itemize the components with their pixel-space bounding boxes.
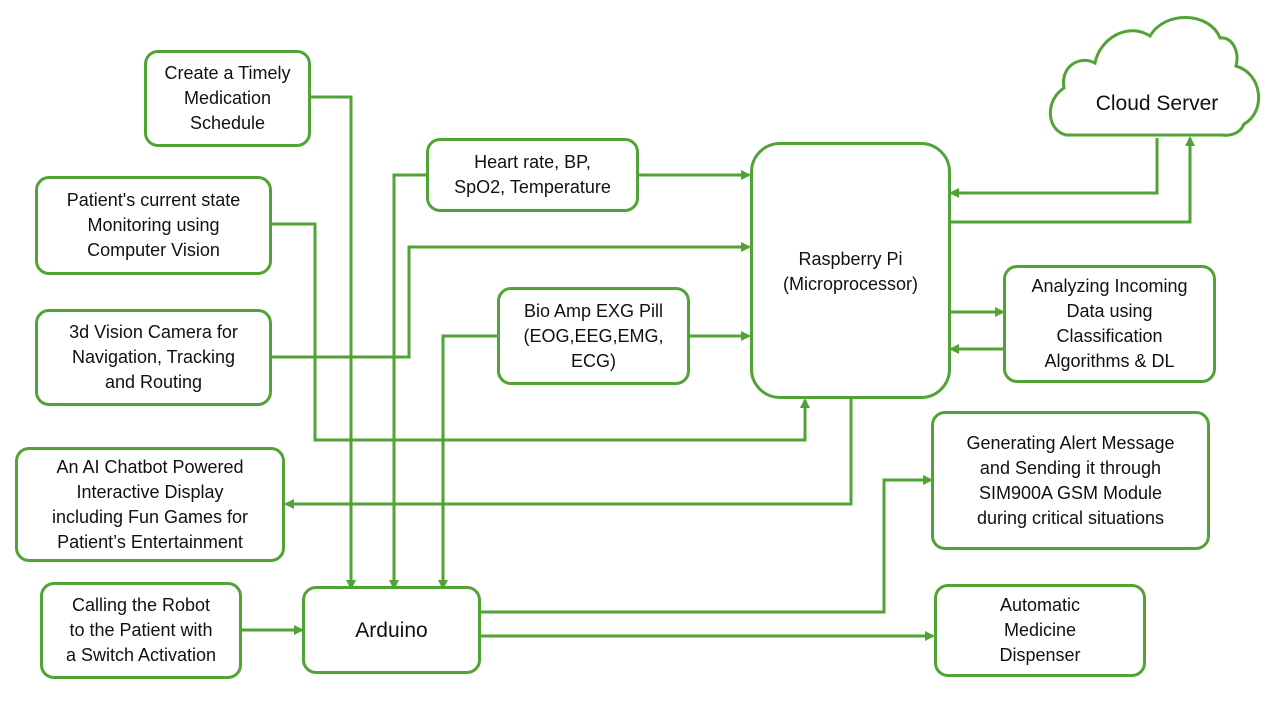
alert-line-4: during critical situations (976, 507, 1165, 528)
arduino-label: Arduino (355, 618, 428, 642)
medication-schedule-box: Create a Timely Medication Schedule (144, 50, 311, 147)
vitals-line-1: Heart rate, BP, (474, 152, 591, 172)
camera-line-3: and Routing (104, 372, 203, 392)
raspberry-line-1: Raspberry Pi (798, 249, 903, 269)
bioamp-line-2: (EOG,EEG,EMG, (523, 325, 664, 346)
analyzing-line-4: Algorithms & DL (1044, 351, 1175, 371)
alert-message-box: Generating Alert Message and Sending it … (931, 411, 1210, 550)
bioamp-line-3: ECG) (571, 350, 616, 371)
bioamp-line-1: Bio Amp EXG Pill (523, 300, 664, 321)
ai-chatbot-display-box: An AI Chatbot Powered Interactive Displa… (15, 447, 285, 562)
raspberry-line-2: (Microprocessor) (782, 274, 919, 294)
vision-monitor-line-3: Computer Vision (87, 240, 220, 260)
calling-line-3: a Switch Activation (65, 645, 217, 665)
cloud-server-shape (1048, 16, 1260, 137)
chatbot-line-3: including Fun Games for (51, 506, 249, 527)
dispenser-line-2: Medicine (1003, 620, 1077, 640)
alert-line-3: SIM900A GSM Module (978, 482, 1163, 503)
connector-vision-to-raspberry (271, 222, 810, 442)
vision-camera-box: 3d Vision Camera for Navigation, Trackin… (35, 309, 272, 406)
alert-line-2: and Sending it through (979, 457, 1162, 478)
bioamp-exg-box: Bio Amp EXG Pill (EOG,EEG,EMG, ECG) (497, 287, 690, 385)
vitals-line-2: SpO2, Temperature (454, 177, 611, 197)
connector-vitals-to-arduino (389, 173, 428, 590)
connector-bioamp-to-arduino (438, 334, 499, 590)
medication-line-3: Schedule (189, 113, 266, 133)
medicine-dispenser-box: Automatic Medicine Dispenser (934, 584, 1146, 677)
chatbot-line-4: Patient’s Entertainment (57, 531, 243, 552)
chatbot-line-1: An AI Chatbot Powered (56, 456, 244, 477)
vitals-sensor-box: Heart rate, BP, SpO2, Temperature (426, 138, 639, 212)
alert-line-1: Generating Alert Message (966, 432, 1175, 453)
dispenser-line-1: Automatic (999, 595, 1081, 615)
connector-medication-to-arduino (310, 95, 356, 590)
calling-line-2: to the Patient with (69, 620, 213, 640)
connector-cloud-to-raspberry (949, 138, 1159, 198)
camera-line-1: 3d Vision Camera for (69, 322, 238, 342)
vision-monitoring-box: Patient's current state Monitoring using… (35, 176, 272, 275)
analyzing-data-box: Analyzing Incoming Data using Classifica… (1003, 265, 1216, 383)
cloud-server-label: Cloud Server (1095, 92, 1219, 115)
connector-raspberry-to-cloud (950, 136, 1195, 224)
medication-line-1: Create a Timely (164, 63, 291, 83)
arduino-box: Arduino (302, 586, 481, 674)
analyzing-line-2: Data using (1066, 301, 1153, 321)
calling-robot-box: Calling the Robot to the Patient with a … (40, 582, 242, 679)
calling-line-1: Calling the Robot (71, 595, 211, 615)
camera-line-2: Navigation, Tracking (71, 347, 236, 367)
connector-raspberry-to-chatbot (284, 398, 853, 509)
vision-monitor-line-2: Monitoring using (87, 215, 220, 235)
raspberry-pi-box: Raspberry Pi (Microprocessor) (750, 142, 951, 399)
medication-line-2: Medication (183, 88, 272, 108)
dispenser-line-3: Dispenser (999, 645, 1081, 665)
analyzing-line-3: Classification (1056, 326, 1163, 346)
analyzing-line-1: Analyzing Incoming (1031, 276, 1188, 296)
vision-monitor-line-1: Patient's current state (66, 190, 241, 210)
connector-camera-to-raspberry (271, 242, 751, 359)
chatbot-line-2: Interactive Display (76, 481, 224, 502)
connector-arduino-to-alert (479, 475, 933, 614)
